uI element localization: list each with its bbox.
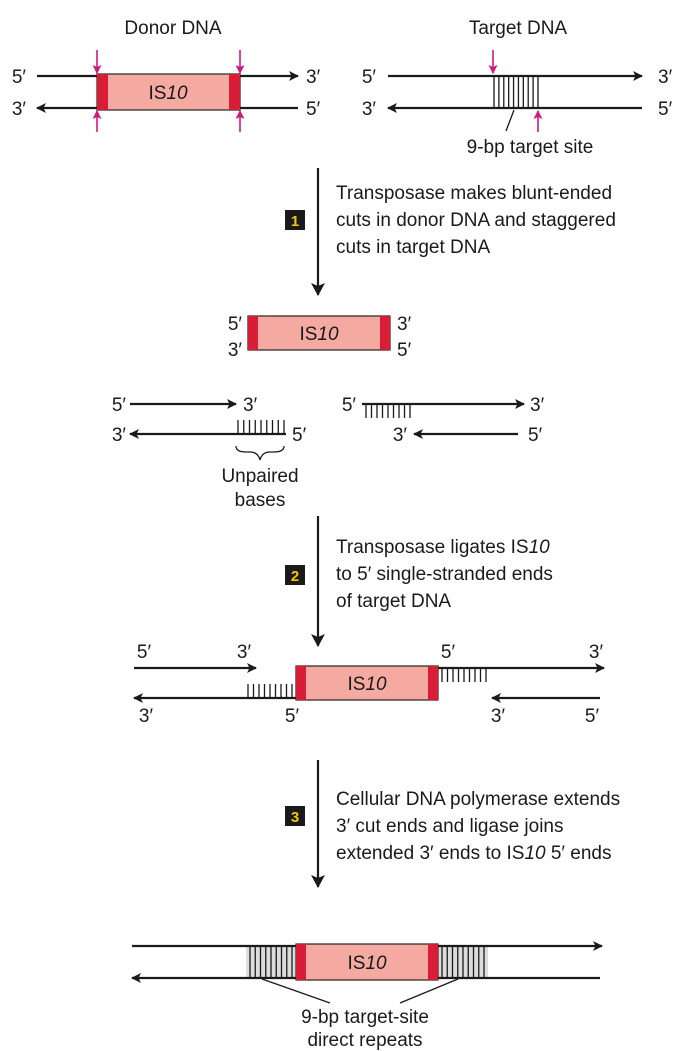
unpaired-label: Unpaired	[221, 466, 298, 487]
is10-element	[295, 665, 439, 701]
end-label: 5′	[585, 706, 600, 727]
end-label: 5′	[658, 99, 673, 120]
repeat-ticks	[441, 947, 485, 977]
step-number: 1	[291, 213, 299, 230]
end-label: 3′	[397, 314, 412, 335]
step-text: cuts in donor DNA and staggered	[336, 210, 616, 231]
end-label: 5′	[342, 395, 357, 416]
end-label: 3′	[12, 99, 27, 120]
end-label: 3′	[658, 67, 673, 88]
is10-label: IS10	[347, 674, 387, 695]
end-label: 3′	[228, 340, 243, 361]
step-text: to 5′ single-stranded ends	[336, 564, 553, 585]
step-badge	[285, 565, 305, 585]
end-label: 3′	[139, 706, 154, 727]
unpaired-ticks	[365, 405, 411, 418]
step-1: 1 Transposase makes blunt-ended cuts in …	[285, 168, 616, 296]
end-label: 5′	[441, 642, 456, 663]
end-label: 5′	[228, 314, 243, 335]
end-label: 3′	[491, 706, 506, 727]
end-label: 3′	[530, 395, 545, 416]
end-label: 5′	[285, 706, 300, 727]
end-label: 5′	[306, 99, 321, 120]
unpaired-ticks	[237, 420, 285, 433]
is10-label: IS10	[148, 83, 188, 104]
target-left-fragment: 5′ 3′ 3′ 5′ Unpaired bases	[112, 395, 307, 511]
end-label: 5′	[137, 642, 152, 663]
is10-right-end	[229, 74, 240, 110]
end-label: 3′	[243, 395, 258, 416]
step-text: Transposase makes blunt-ended	[336, 183, 612, 204]
repeats-label: 9-bp target-site	[301, 1007, 429, 1028]
step-number: 2	[291, 568, 299, 585]
final-product: IS10 9-bp target-site direct repeats	[131, 941, 603, 1051]
step-text: of target DNA	[336, 591, 451, 612]
donor-dna-title: Donor DNA	[124, 18, 221, 39]
step-text: Transposase ligates IS10	[336, 537, 550, 558]
target-site-label: 9-bp target site	[467, 137, 594, 158]
target-dna-title: Target DNA	[469, 18, 568, 39]
step-text: 3′ cut ends and ligase joins	[336, 816, 564, 837]
is10-label: IS10	[299, 324, 339, 345]
is10-label: IS10	[347, 953, 387, 974]
step-2: 2 Transposase ligates IS10 to 5′ single-…	[285, 516, 553, 647]
end-label: 5′	[112, 395, 127, 416]
end-label: 5′	[528, 425, 543, 446]
step-text: cuts in target DNA	[336, 237, 490, 258]
step-3: 3 Cellular DNA polymerase extends 3′ cut…	[285, 760, 620, 888]
repeat-ticks	[249, 947, 293, 977]
brace-icon	[235, 445, 285, 461]
end-label: 3′	[112, 425, 127, 446]
donor-dna: Donor DNA IS10 5′ 3′ 3′ 5′	[12, 18, 321, 132]
target-dna: Target DNA 5′ 3′ 3′ 5′ 9-bp target site	[362, 18, 673, 158]
step-number: 3	[291, 809, 299, 826]
step-badge	[285, 210, 305, 230]
step-badge	[285, 806, 305, 826]
end-label: 3′	[393, 425, 408, 446]
end-label: 3′	[237, 642, 252, 663]
step-text: extended 3′ ends to IS10 5′ ends	[336, 843, 611, 864]
end-label: 5′	[362, 67, 377, 88]
unpaired-ticks	[247, 684, 293, 697]
end-label: 3′	[362, 99, 377, 120]
target-right-fragment: 5′ 3′ 3′ 5′	[342, 395, 545, 446]
step-text: Cellular DNA polymerase extends	[336, 789, 620, 810]
excised-is10: IS10 5′ 3′ 3′ 5′	[228, 314, 412, 361]
end-label: 5′	[292, 425, 307, 446]
ligated-intermediate: IS10 5′ 3′ 5′ 3′ 3′ 5′ 3′ 5′	[133, 642, 605, 727]
target-site-ticks	[493, 77, 539, 107]
end-label: 3′	[306, 67, 321, 88]
end-label: 3′	[589, 642, 604, 663]
unpaired-ticks	[441, 669, 487, 682]
repeats-label: direct repeats	[307, 1030, 422, 1051]
end-label: 5′	[12, 67, 27, 88]
is10-left-end	[97, 74, 108, 110]
is10-element	[295, 943, 439, 981]
end-label: 5′	[397, 340, 412, 361]
unpaired-label: bases	[235, 490, 286, 511]
